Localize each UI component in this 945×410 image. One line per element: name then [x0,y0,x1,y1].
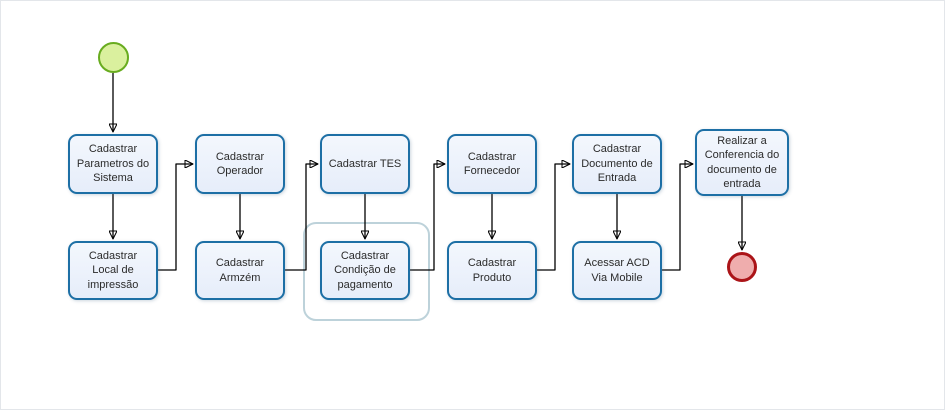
task-cadastrar-produto[interactable]: Cadastrar Produto [447,241,537,300]
group-container[interactable] [303,222,430,321]
task-label: Cadastrar TES [328,157,402,170]
end-event[interactable] [727,252,757,282]
task-label: Acessar ACD Via Mobile [584,257,650,284]
connector-produto-to-documento [537,164,570,271]
task-label: Cadastrar Condição de pagamento [334,249,396,291]
task-label: Cadastrar Fornecedor [463,150,521,178]
task-cadastrar-tes[interactable]: Cadastrar TES [320,134,410,194]
start-event[interactable] [98,42,129,73]
task-label: Realizar a Conferencia do documento de e… [704,134,780,191]
task-cadastrar-operador[interactable]: Cadastrar Operador [195,134,285,194]
connector-acd-to-conferencia [662,164,693,271]
task-cadastrar-condicao-de-pagamento[interactable]: Cadastrar Condição de pagamento [320,241,410,300]
task-acessar-acd-via-mobile[interactable]: Acessar ACD Via Mobile [572,241,662,300]
task-label: Cadastrar Produto [467,257,517,284]
task-label: Cadastrar Documento de Entrada [581,143,653,185]
task-label: Cadastrar Local de impressão [87,249,139,291]
task-cadastrar-armzem[interactable]: Cadastrar Armzém [195,241,285,300]
task-label: Cadastrar Armzém [215,257,265,284]
task-label: Cadastrar Operador [215,150,265,178]
task-label: Cadastrar Parametros do Sistema [76,143,150,185]
task-cadastrar-fornecedor[interactable]: Cadastrar Fornecedor [447,134,537,194]
task-cadastrar-parametros-do-sistema[interactable]: Cadastrar Parametros do Sistema [68,134,158,194]
task-cadastrar-documento-de-entrada[interactable]: Cadastrar Documento de Entrada [572,134,662,194]
task-realizar-a-conferencia-do-documento-de-entrada[interactable]: Realizar a Conferencia do documento de e… [695,129,789,196]
connector-local-to-operador [158,164,193,271]
task-cadastrar-local-de-impressao[interactable]: Cadastrar Local de impressão [68,241,158,300]
